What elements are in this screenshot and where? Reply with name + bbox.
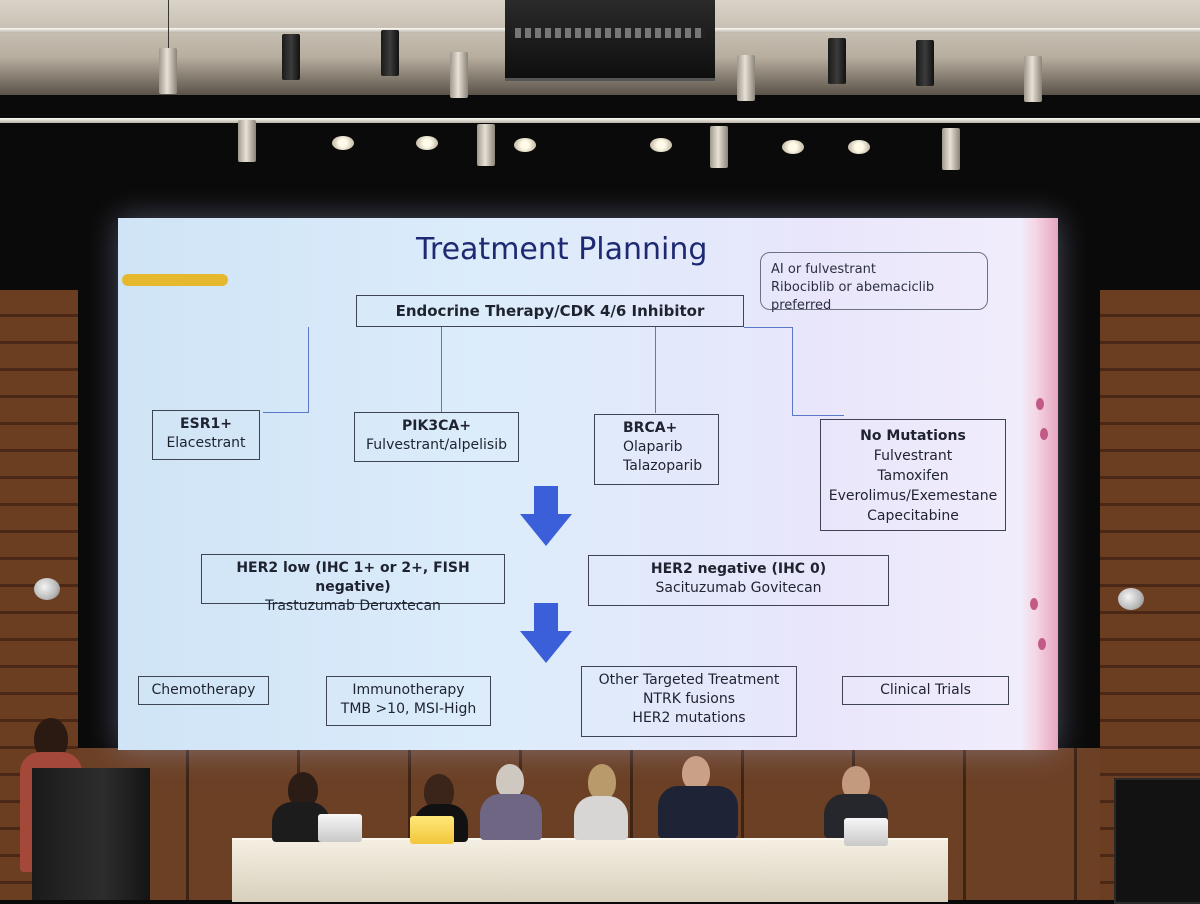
her2-line: Trastuzumab Deruxtecan	[265, 598, 441, 614]
laptop	[318, 814, 362, 842]
spotlight	[848, 140, 870, 154]
slide-title: Treatment Planning	[416, 232, 708, 267]
mutation-line: Capecitabine	[867, 508, 959, 524]
laptop	[410, 816, 454, 844]
panelist-body	[480, 794, 542, 840]
mutation-line: Fulvestrant/alpelisib	[366, 437, 507, 453]
panelist-head	[588, 764, 616, 800]
final-line: Chemotherapy	[151, 682, 256, 698]
spotlight	[416, 136, 438, 150]
pendant-light	[381, 30, 399, 76]
mutation-line: Everolimus/Exemestane	[828, 488, 998, 504]
projection-screen: Treatment Planning AI or fulvestrant Rib…	[118, 218, 1058, 750]
final-line: Other Targeted Treatment	[598, 672, 780, 688]
tissue-cell	[1038, 638, 1046, 650]
panel-table	[232, 838, 590, 902]
mutation-line: Tamoxifen	[877, 468, 949, 484]
connector-line	[792, 327, 793, 415]
camera-icon	[34, 578, 60, 600]
spotlight	[332, 136, 354, 150]
mutation-line: Elacestrant	[166, 435, 246, 451]
mutation-heading: BRCA+	[623, 420, 678, 436]
immunotherapy-box: Immunotherapy TMB >10, MSI-High	[326, 676, 491, 726]
connector-line	[655, 327, 656, 413]
clinical-trials-box: Clinical Trials	[842, 676, 1009, 705]
final-line: Immunotherapy	[352, 682, 465, 698]
connector-line	[263, 412, 309, 413]
down-arrow-icon	[520, 603, 572, 663]
panelist-body	[574, 796, 628, 840]
her2-heading: HER2 negative (IHC 0)	[650, 561, 827, 577]
stage-monitor	[1114, 778, 1200, 904]
final-line: NTRK fusions	[642, 691, 736, 707]
her2-negative-box: HER2 negative (IHC 0) Sacituzumab Govite…	[588, 555, 889, 606]
pendant-light	[1024, 56, 1042, 102]
ceiling-rail	[0, 118, 1200, 123]
mutation-line: Fulvestrant	[873, 448, 953, 464]
note-line: AI or fulvestrant	[771, 262, 876, 277]
final-line: Clinical Trials	[880, 682, 971, 698]
mutation-box-none: No Mutations Fulvestrant Tamoxifen Evero…	[820, 419, 1006, 531]
mutation-box-esr1: ESR1+ Elacestrant	[152, 410, 260, 460]
pendant-light	[828, 38, 846, 84]
pendant-light	[282, 34, 300, 80]
mutation-line: Olaparib	[623, 439, 683, 455]
pendant-light	[159, 48, 177, 94]
pendant-light	[238, 120, 256, 162]
note-line: Ribociblib or abemaciclib preferred	[771, 280, 935, 313]
pendant-light	[477, 124, 495, 166]
panelist-body	[658, 786, 738, 838]
spotlight	[514, 138, 536, 152]
pendant-light	[942, 128, 960, 170]
panelist-head	[496, 764, 524, 798]
mutation-heading: PIK3CA+	[402, 418, 471, 434]
her2-line: Sacituzumab Govitecan	[655, 580, 822, 596]
connector-line	[441, 327, 442, 413]
chemotherapy-box: Chemotherapy	[138, 676, 269, 705]
down-arrow-icon	[520, 486, 572, 546]
panel-table	[590, 838, 948, 902]
targeted-treatment-box: Other Targeted Treatment NTRK fusions HE…	[581, 666, 797, 737]
camera-icon	[1118, 588, 1144, 610]
light-cord	[168, 0, 169, 48]
tissue-cell	[1040, 428, 1048, 440]
mutation-heading: ESR1+	[180, 416, 232, 432]
spotlight	[782, 140, 804, 154]
pendant-light	[737, 55, 755, 101]
final-line: HER2 mutations	[632, 710, 746, 726]
mutation-box-pik3ca: PIK3CA+ Fulvestrant/alpelisib	[354, 412, 519, 462]
mutation-box-brca: BRCA+ Olaparib Talazoparib	[594, 414, 719, 485]
mutation-heading: No Mutations	[860, 428, 966, 444]
connector-line	[308, 327, 309, 413]
mutation-line: Talazoparib	[623, 458, 703, 474]
tissue-cell	[1036, 398, 1044, 410]
final-line: TMB >10, MSI-High	[340, 701, 477, 717]
podium	[32, 768, 150, 900]
laptop	[844, 818, 888, 846]
highlight-mark	[122, 274, 228, 286]
root-box: Endocrine Therapy/CDK 4/6 Inhibitor	[356, 295, 744, 327]
tissue-image	[1020, 218, 1058, 750]
her2-heading: HER2 low (IHC 1+ or 2+, FISH negative)	[236, 560, 470, 595]
pendant-light	[710, 126, 728, 168]
pendant-light	[450, 52, 468, 98]
pendant-light	[916, 40, 934, 86]
her2-low-box: HER2 low (IHC 1+ or 2+, FISH negative) T…	[201, 554, 505, 614]
panelist-head	[682, 756, 710, 790]
note-box: AI or fulvestrant Ribociblib or abemacic…	[760, 252, 988, 313]
connector-line	[744, 327, 792, 328]
projector	[505, 0, 715, 81]
spotlight	[650, 138, 672, 152]
tissue-cell	[1030, 598, 1038, 610]
connector-line	[792, 415, 844, 416]
